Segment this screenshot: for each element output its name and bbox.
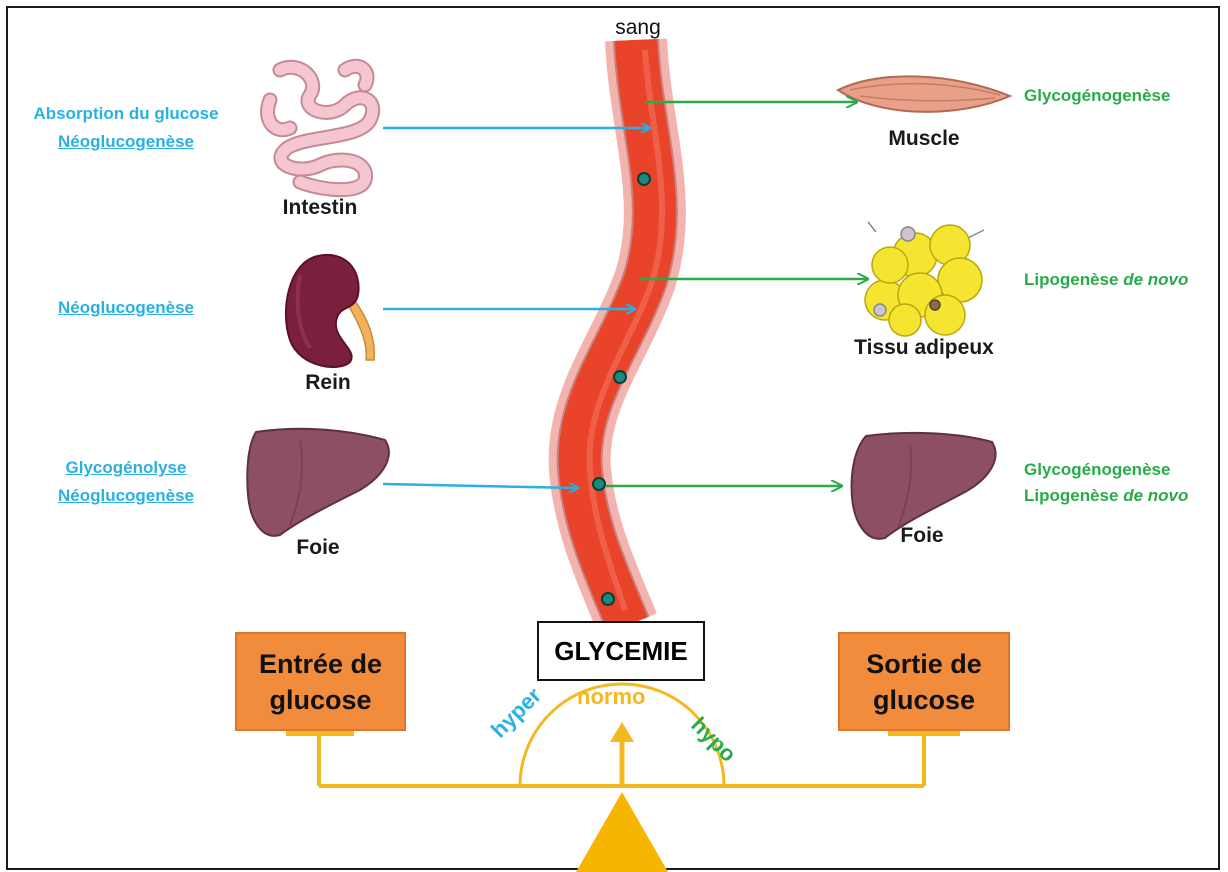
- foie-right-label: Foie: [900, 524, 943, 548]
- intestin-process-2: Néoglucogenèse: [58, 132, 194, 152]
- sortie-line-1: Sortie de: [866, 646, 982, 682]
- foie-out-process-2-prefix: Lipogenèse: [1024, 486, 1123, 505]
- glucose-dot: [614, 371, 626, 383]
- normo-label: normo: [577, 684, 645, 710]
- entree-line-2: glucose: [269, 682, 371, 718]
- intestin-process-1: Absorption du glucose: [33, 104, 218, 124]
- arrow-foie-in: [383, 484, 578, 488]
- foie-out-process-2-italic: de novo: [1123, 486, 1188, 505]
- adipose-icon: [865, 222, 984, 336]
- foie-process-2: Néoglucogenèse: [58, 486, 194, 506]
- rein-label: Rein: [305, 371, 351, 395]
- glucose-dot: [593, 478, 605, 490]
- glycemie-label: GLYCEMIE: [537, 621, 705, 681]
- adipeux-process-italic: de novo: [1123, 270, 1188, 289]
- rein-process: Néoglucogenèse: [58, 298, 194, 318]
- kidney-icon: [286, 255, 374, 367]
- intestin-label: Intestin: [283, 196, 358, 220]
- adipeux-process: Lipogenèse de novo: [1024, 270, 1188, 290]
- blood-label: sang: [615, 16, 661, 40]
- foie-out-process-2: Lipogenèse de novo: [1024, 486, 1188, 506]
- adipeux-label: Tissu adipeux: [854, 336, 994, 360]
- entree-glucose-box: Entrée de glucose: [235, 632, 406, 731]
- liver-right-icon: [852, 433, 996, 539]
- glucose-dot: [602, 593, 614, 605]
- sortie-glucose-box: Sortie de glucose: [838, 632, 1010, 731]
- sortie-line-2: glucose: [873, 682, 975, 718]
- intestine-icon: [268, 66, 373, 189]
- foie-process-1: Glycogénolyse: [66, 458, 187, 478]
- glucose-dot: [638, 173, 650, 185]
- adipeux-process-prefix: Lipogenèse: [1024, 270, 1123, 289]
- foie-out-process-1: Glycogénogenèse: [1024, 460, 1170, 480]
- muscle-process: Glycogénogenèse: [1024, 86, 1170, 106]
- liver-left-icon: [247, 429, 389, 536]
- foie-left-label: Foie: [296, 536, 339, 560]
- muscle-label: Muscle: [888, 127, 959, 151]
- muscle-icon: [838, 76, 1010, 111]
- entree-line-1: Entrée de: [259, 646, 382, 682]
